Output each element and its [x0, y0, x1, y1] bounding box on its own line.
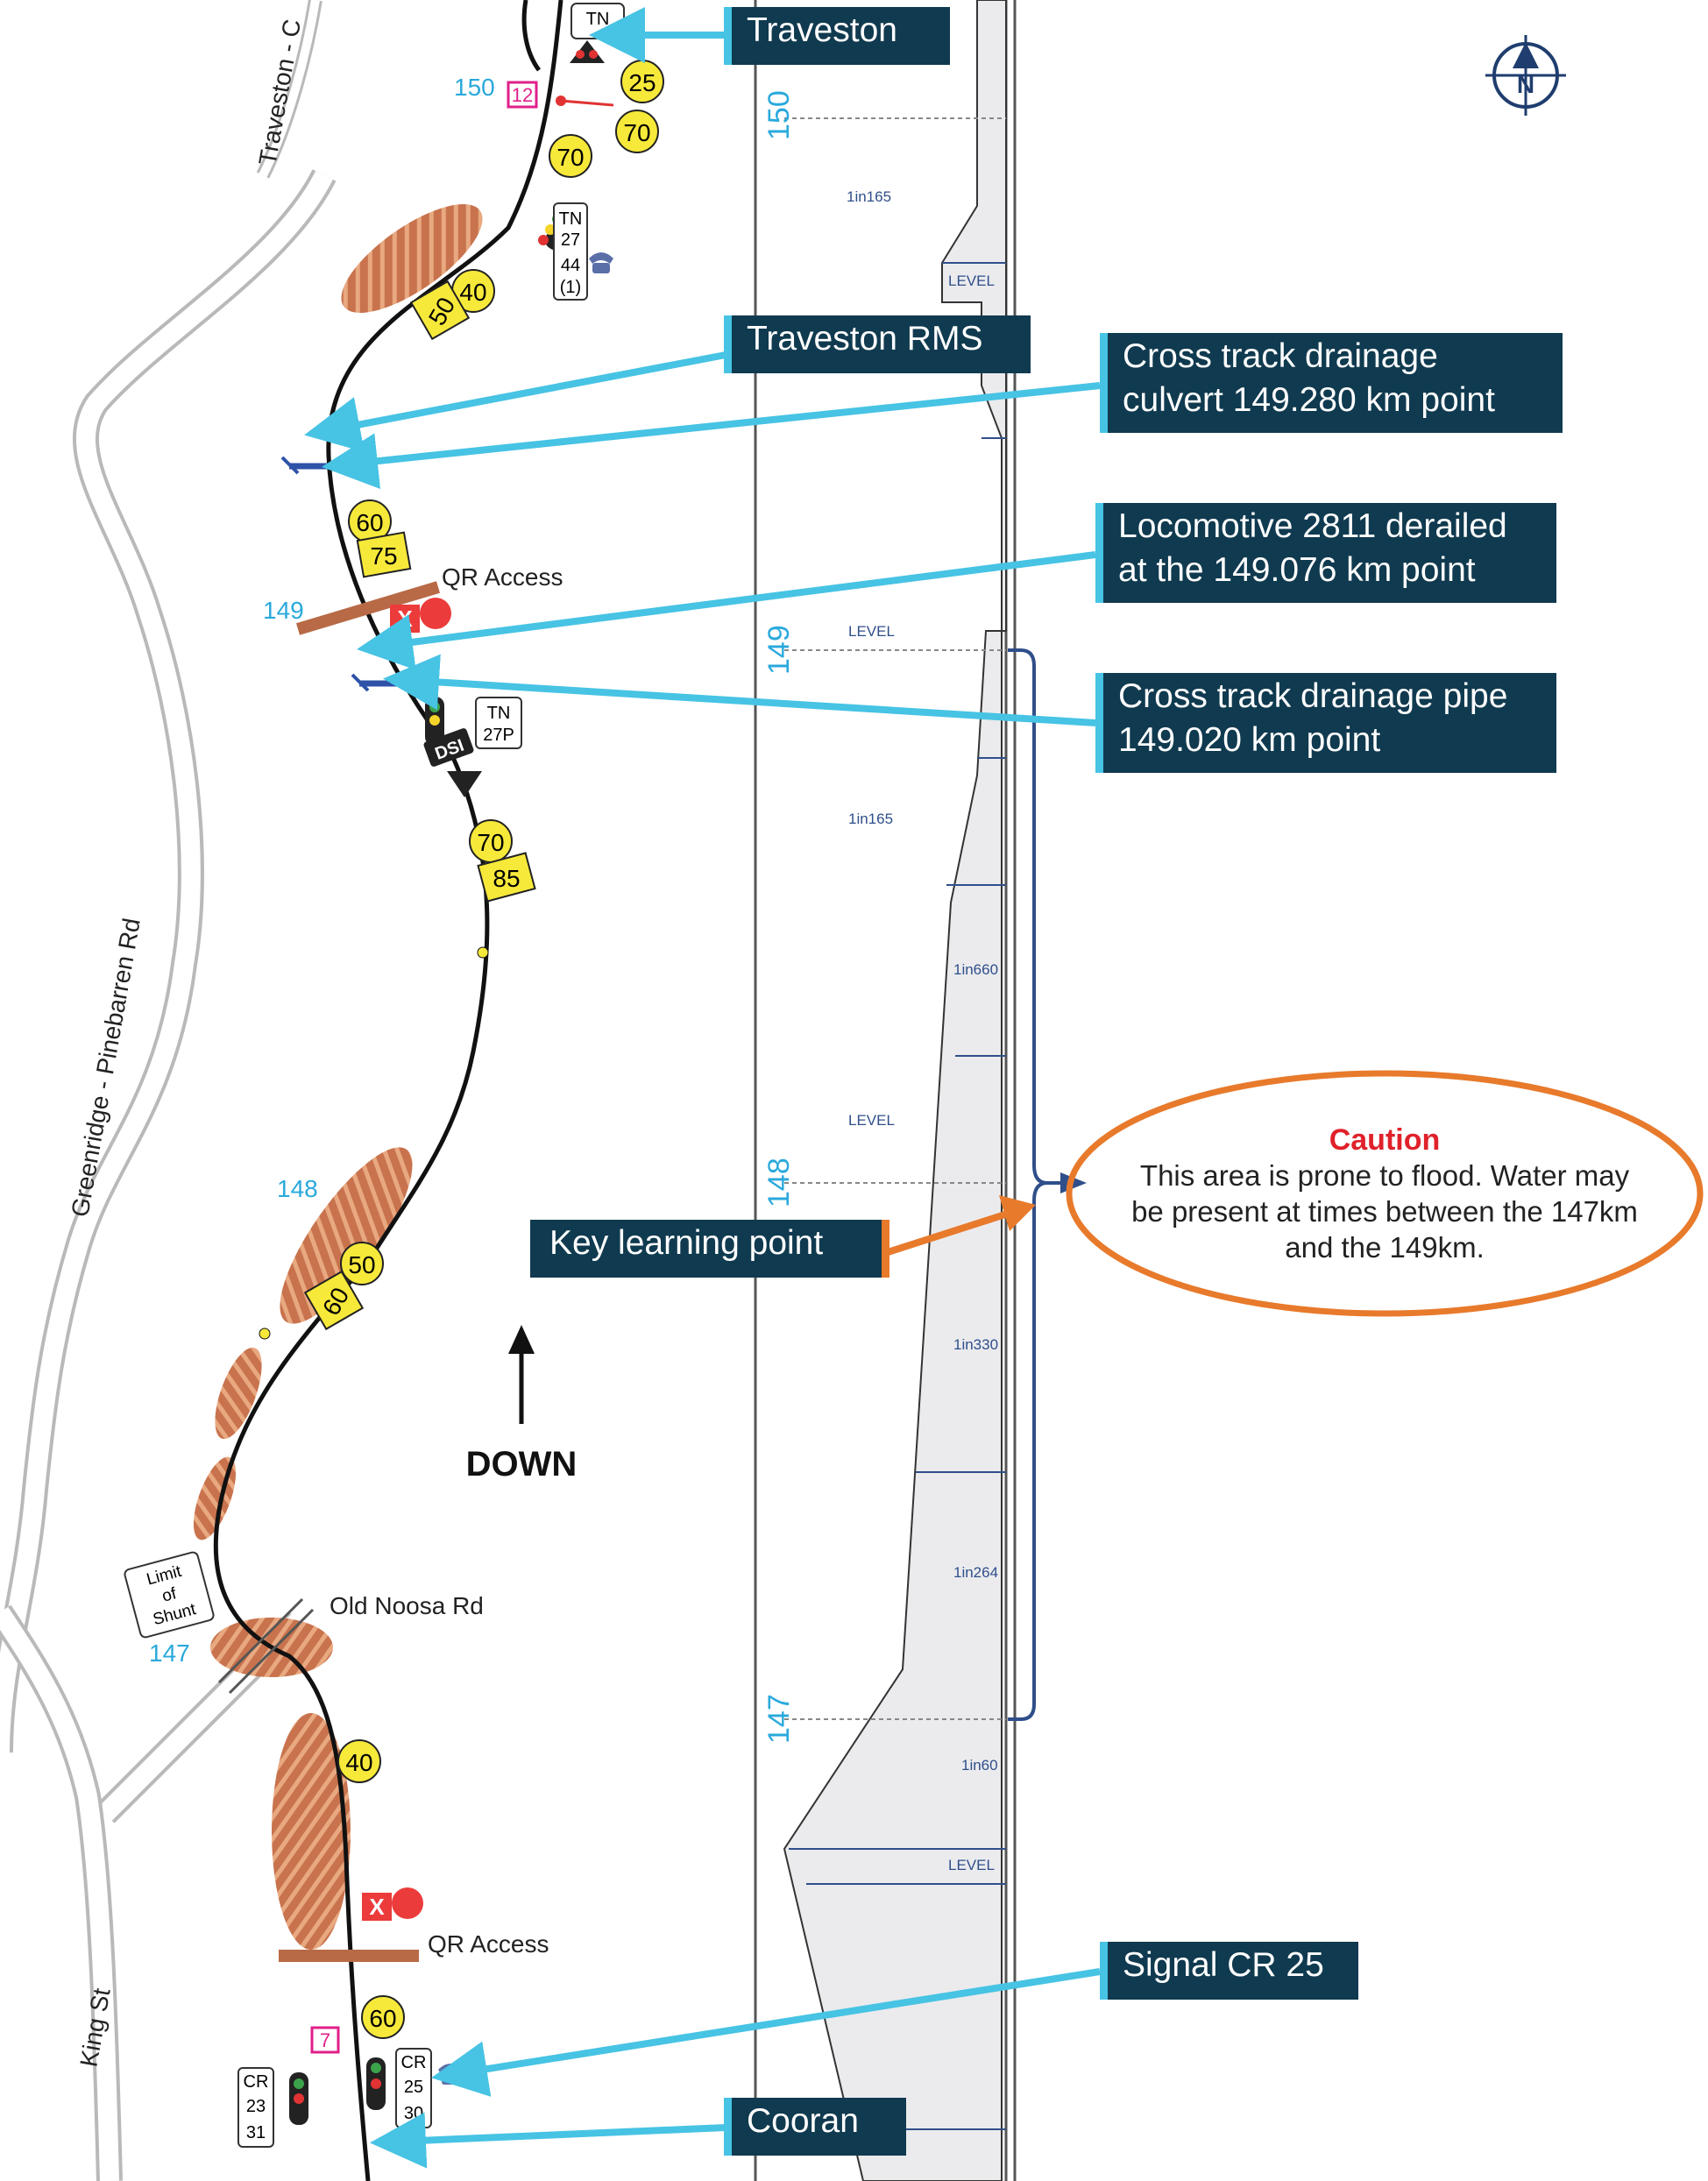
caution-line3: and the 149km. [1285, 1231, 1485, 1264]
cr23-label-a: CR [244, 2072, 269, 2092]
callout-signal-cr25: Signal CR 25 [1100, 1942, 1358, 2000]
vegetation-areas [193, 204, 483, 1950]
cr23-label-c: 31 [246, 2123, 266, 2142]
caution-title: Caution [1329, 1123, 1441, 1157]
callout-key-learning-text: Key learning point [549, 1224, 824, 1262]
svg-text:X: X [397, 605, 413, 632]
callout-traveston-rms-text: Traveston RMS [747, 320, 983, 358]
speed-sign-75: 75 [370, 542, 397, 570]
speed-sign-70: 70 [623, 119, 650, 146]
old-noosa-overpass [217, 1597, 315, 1695]
phone-icon [438, 252, 613, 2085]
tn-signal-label: TN [586, 10, 610, 29]
profile-km-149: 149 [762, 625, 796, 675]
flood-zone-bracket [1008, 648, 1087, 1721]
track-markers [259, 946, 489, 1340]
callout-culvert: Cross track drainage culvert 149.280 km … [1100, 333, 1563, 433]
callout-locomotive-line1: Locomotive 2811 derailed [1118, 507, 1507, 545]
cr25-label-c: 30 [404, 2104, 423, 2123]
caution-line1: This area is prone to flood. Water may [1139, 1159, 1630, 1192]
gradient-label: 1in330 [953, 1336, 998, 1353]
location-box-12: 12 [512, 84, 533, 106]
gradient-label: 1in60 [961, 1757, 998, 1774]
road-greenridge [0, 169, 337, 1753]
callout-pointers [304, 7, 1101, 2169]
gradient-label: LEVEL [948, 1857, 995, 1873]
qr-access-crossing-north [295, 581, 441, 635]
gradient-label: 1in660 [953, 961, 998, 978]
callout-key-learning-point: Key learning point [530, 1220, 889, 1278]
gradient-profile: 150 149 148 147 1in165 LEVEL LEVEL 1in16… [754, 0, 1017, 2181]
tn27p-label-b: 27P [483, 726, 514, 745]
tn27-label-a: TN [559, 209, 583, 229]
callout-locomotive-line2: at the 149.076 km point [1118, 551, 1476, 589]
callout-drainage-pipe-line2: 149.020 km point [1118, 721, 1381, 759]
km-marker-150: 150 [454, 74, 495, 101]
gradient-label: LEVEL [848, 623, 895, 640]
tn27-label-c: 44 [561, 256, 580, 275]
callout-traveston-text: Traveston [747, 11, 897, 49]
road-traveston [256, 0, 322, 179]
callout-drainage-pipe: Cross track drainage pipe 149.020 km poi… [1095, 673, 1556, 773]
svg-text:X: X [369, 1894, 385, 1920]
road-label-old-noosa: Old Noosa Rd [330, 1592, 484, 1619]
speed-sign-70: 70 [477, 829, 504, 856]
north-compass-icon: N [1485, 35, 1566, 116]
profile-km-147: 147 [762, 1694, 796, 1744]
tn27-label-d: (1) [560, 278, 581, 297]
compass-north-label: N [1517, 71, 1534, 98]
callout-culvert-line2: culvert 149.280 km point [1123, 381, 1495, 419]
gradient-label: 1in165 [847, 188, 891, 205]
cr25-label-a: CR [401, 2053, 427, 2072]
gradient-label: LEVEL [848, 1112, 895, 1129]
speed-sign-60: 60 [356, 509, 383, 536]
speed-sign-70: 70 [556, 144, 584, 171]
callout-drainage-pipe-line1: Cross track drainage pipe [1118, 677, 1508, 715]
location-box-7: 7 [320, 2029, 330, 2051]
caution-line2: be present at times between the 147km [1131, 1195, 1638, 1228]
profile-km-150: 150 [762, 90, 796, 140]
caution-ellipse [1066, 1070, 1704, 1317]
tn27-label-b: 27 [561, 230, 580, 250]
limit-of-shunt-line2: of [160, 1584, 179, 1606]
callout-locomotive: Locomotive 2811 derailed at the 149.076 … [1095, 503, 1556, 603]
profile-km-148: 148 [762, 1158, 796, 1207]
key-learning-pointer [883, 1195, 1036, 1257]
speed-sign-85: 85 [493, 865, 520, 892]
gradient-label: 1in165 [848, 811, 893, 827]
qr-access-label-south: QR Access [428, 1930, 549, 1958]
cr25-label-b: 25 [404, 2078, 423, 2097]
speed-sign-40: 40 [459, 279, 486, 306]
gradient-label: LEVEL [948, 273, 995, 289]
speed-sign-25: 25 [628, 69, 656, 96]
railway-track [213, 0, 563, 2181]
qr-access-label-north: QR Access [442, 563, 563, 591]
caution-note: Caution This area is prone to flood. Wat… [1078, 1123, 1691, 1265]
cr23-label-b: 23 [246, 2097, 266, 2116]
callout-cooran: Cooran [724, 2098, 906, 2156]
speed-sign-50: 50 [348, 1251, 375, 1278]
direction-arrow-icon [508, 1325, 535, 1424]
callout-cooran-text: Cooran [747, 2102, 859, 2140]
speed-sign-40: 40 [345, 1749, 372, 1776]
gradient-label: 1in264 [953, 1564, 998, 1581]
km-marker-147: 147 [149, 1639, 190, 1667]
speed-signs: 25 70 70 40 50 60 75 70 85 50 60 40 60 [303, 60, 664, 2039]
direction-label: DOWN [466, 1445, 578, 1484]
callout-traveston-rms: Traveston RMS [724, 315, 1031, 373]
callout-culvert-line1: Cross track drainage [1123, 337, 1438, 375]
callout-signal-cr25-text: Signal CR 25 [1123, 1946, 1324, 1984]
km-marker-149: 149 [263, 597, 304, 624]
speed-sign-60: 60 [369, 2005, 396, 2032]
tn27p-label-a: TN [487, 704, 511, 723]
road-king-st [0, 1604, 123, 2181]
km-marker-148: 148 [277, 1175, 318, 1202]
callout-traveston: Traveston [724, 7, 950, 65]
